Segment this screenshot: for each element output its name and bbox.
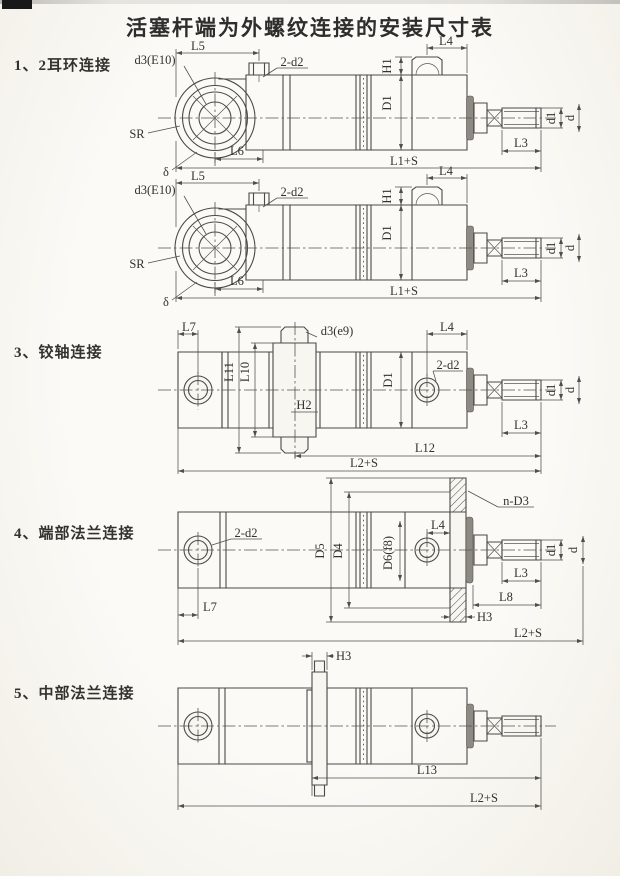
dim-label-H2: H2	[296, 398, 311, 412]
section-4-heading: 4、端部法兰连接	[14, 526, 135, 542]
dim-label-d: d	[563, 386, 577, 393]
dim-label-d3: d3(E10)	[135, 183, 176, 197]
dim-label-d3: d3(E10)	[135, 53, 176, 67]
dim-label-D1: D1	[380, 95, 394, 110]
dim-label-d1: d1	[544, 384, 558, 397]
scan-artifact-black-mark	[2, 0, 32, 9]
dim-label-L6: L6	[230, 274, 244, 288]
dim-label-L4: L4	[440, 320, 455, 334]
dim-label-2-d2: 2-d2	[235, 526, 258, 540]
dim-label-L3: L3	[514, 566, 528, 580]
drawing-end-flange-mount: 2-d2 D6(f8) L4 n-D3 D5 D4 L7 d1 d	[158, 477, 586, 645]
dim-label-L1S: L1+S	[390, 154, 418, 168]
drawing-eye-ring-mount-2: L5 L4 2-d2 d3(E10) SR δ L6 H1 D1 d1 d	[129, 164, 582, 309]
dim-label-L7: L7	[182, 320, 196, 334]
dim-label-2-d2: 2-d2	[281, 55, 304, 69]
dim-label-d1: d1	[544, 544, 558, 557]
dim-label-H1: H1	[380, 188, 394, 203]
dim-label-SR: SR	[129, 257, 145, 271]
dim-label-L5: L5	[191, 39, 205, 53]
dim-label-D4: D4	[331, 543, 345, 559]
dim-label-H1: H1	[380, 58, 394, 73]
dim-label-L10: L10	[238, 362, 252, 382]
dim-label-L4: L4	[439, 34, 454, 48]
dim-label-L2S: L2+S	[350, 456, 378, 470]
dim-label-L3: L3	[514, 418, 528, 432]
dim-label-L5: L5	[191, 169, 205, 183]
dim-label-L7: L7	[203, 600, 217, 614]
dim-label-d: d	[563, 244, 577, 251]
dim-label-D5: D5	[313, 543, 327, 558]
dim-label-L1S: L1+S	[390, 284, 418, 298]
dim-label-L3: L3	[514, 266, 528, 280]
drawing-eye-ring-mount-1: L5 L4 2-d2 d3(E10) SR δ L6 H1 D1 d1 d	[129, 34, 582, 179]
drawing-trunnion-mount: L7 L11 L10 H2 d3(e9) D1 L4 2-d2 d1 d	[158, 320, 582, 474]
dim-label-delta: δ	[163, 165, 169, 179]
dim-label-D1: D1	[381, 372, 395, 387]
dim-label-L2S: L2+S	[514, 626, 542, 640]
dim-label-D1: D1	[380, 225, 394, 240]
scan-artifact-top-edge	[0, 0, 620, 4]
dim-label-L11: L11	[222, 362, 236, 382]
dim-label-2-d2: 2-d2	[281, 185, 304, 199]
page-title: 活塞杆端为外螺纹连接的安装尺寸表	[126, 16, 494, 40]
dim-label-d: d	[566, 546, 580, 553]
dim-label-d: d	[563, 114, 577, 121]
dim-label-2-d2: 2-d2	[437, 358, 460, 372]
dim-label-SR: SR	[129, 127, 145, 141]
dim-label-L4: L4	[439, 164, 454, 178]
dim-label-d3: d3(e9)	[321, 324, 354, 338]
dim-label-d1: d1	[544, 242, 558, 255]
dim-label-nD3: n-D3	[503, 494, 529, 508]
section-5-heading: 5、中部法兰连接	[14, 686, 135, 702]
section-3-heading: 3、铰轴连接	[14, 345, 103, 361]
dim-label-delta: δ	[163, 295, 169, 309]
dim-label-D6: D6(f8)	[381, 536, 395, 570]
drawing-mid-flange-mount: H3 L13 L2+S	[158, 649, 556, 810]
dim-label-L8: L8	[499, 590, 513, 604]
dim-label-L4: L4	[431, 518, 446, 532]
dim-label-L12: L12	[415, 441, 435, 455]
dim-label-H3: H3	[336, 649, 351, 663]
dim-label-L2S: L2+S	[470, 791, 498, 805]
section-1-heading: 1、2耳环连接	[14, 58, 112, 74]
dim-label-L6: L6	[230, 144, 244, 158]
dim-label-L3: L3	[514, 136, 528, 150]
dim-label-L13: L13	[417, 763, 437, 777]
dim-label-H3: H3	[477, 610, 492, 624]
dim-label-d1: d1	[544, 112, 558, 125]
